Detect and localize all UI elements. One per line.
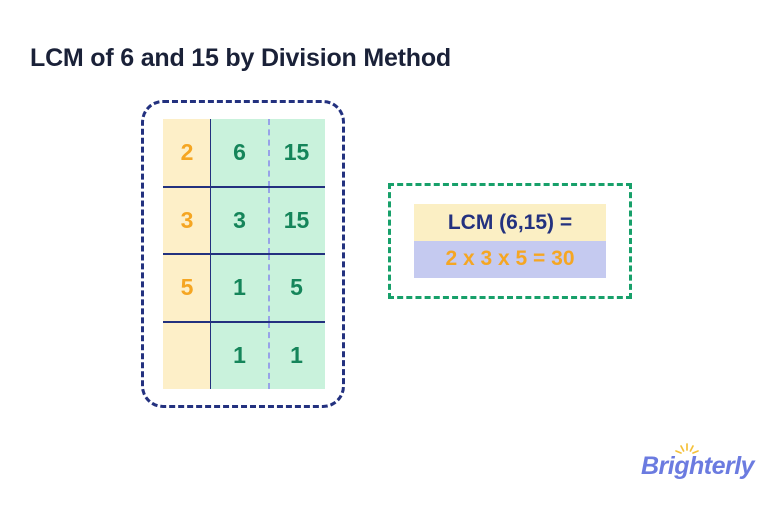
result-card — [388, 183, 632, 299]
page-title: LCM of 6 and 15 by Division Method — [30, 44, 452, 72]
quotient-a: 6 — [233, 139, 246, 166]
table-row-divisor: 3 — [163, 186, 212, 254]
division-table: 2 6 15 3 3 15 5 1 5 1 1 — [163, 119, 325, 389]
table-row-divisor: 2 — [163, 119, 212, 187]
table-row-quotients: 1 1 — [211, 321, 325, 389]
table-row-quotients: 6 15 — [211, 119, 325, 187]
quotient-a: 1 — [233, 341, 246, 368]
division-method-card — [141, 100, 345, 408]
brand-logo: Brighterly — [641, 443, 755, 485]
result-stack: LCM (6,15) = 2 x 3 x 5 = 30 — [414, 204, 606, 278]
table-row-divisor: 5 — [163, 254, 212, 322]
quotient-b: 5 — [290, 274, 303, 301]
quotient-b: 15 — [283, 206, 310, 233]
brand-wordmark: Brighterly — [641, 452, 755, 480]
quotient-a: 3 — [233, 206, 246, 233]
sun-sparkle-icon — [674, 443, 700, 464]
lcm-value: 2 x 3 x 5 = 30 — [414, 241, 606, 278]
quotient-b: 1 — [290, 341, 303, 368]
lcm-label: LCM (6,15) = — [414, 204, 606, 241]
quotient-a: 1 — [233, 274, 246, 301]
quotient-b: 15 — [283, 139, 310, 166]
table-row-quotients: 1 5 — [211, 254, 325, 322]
table-row-quotients: 3 15 — [211, 186, 325, 254]
table-row-divisor — [163, 321, 212, 389]
